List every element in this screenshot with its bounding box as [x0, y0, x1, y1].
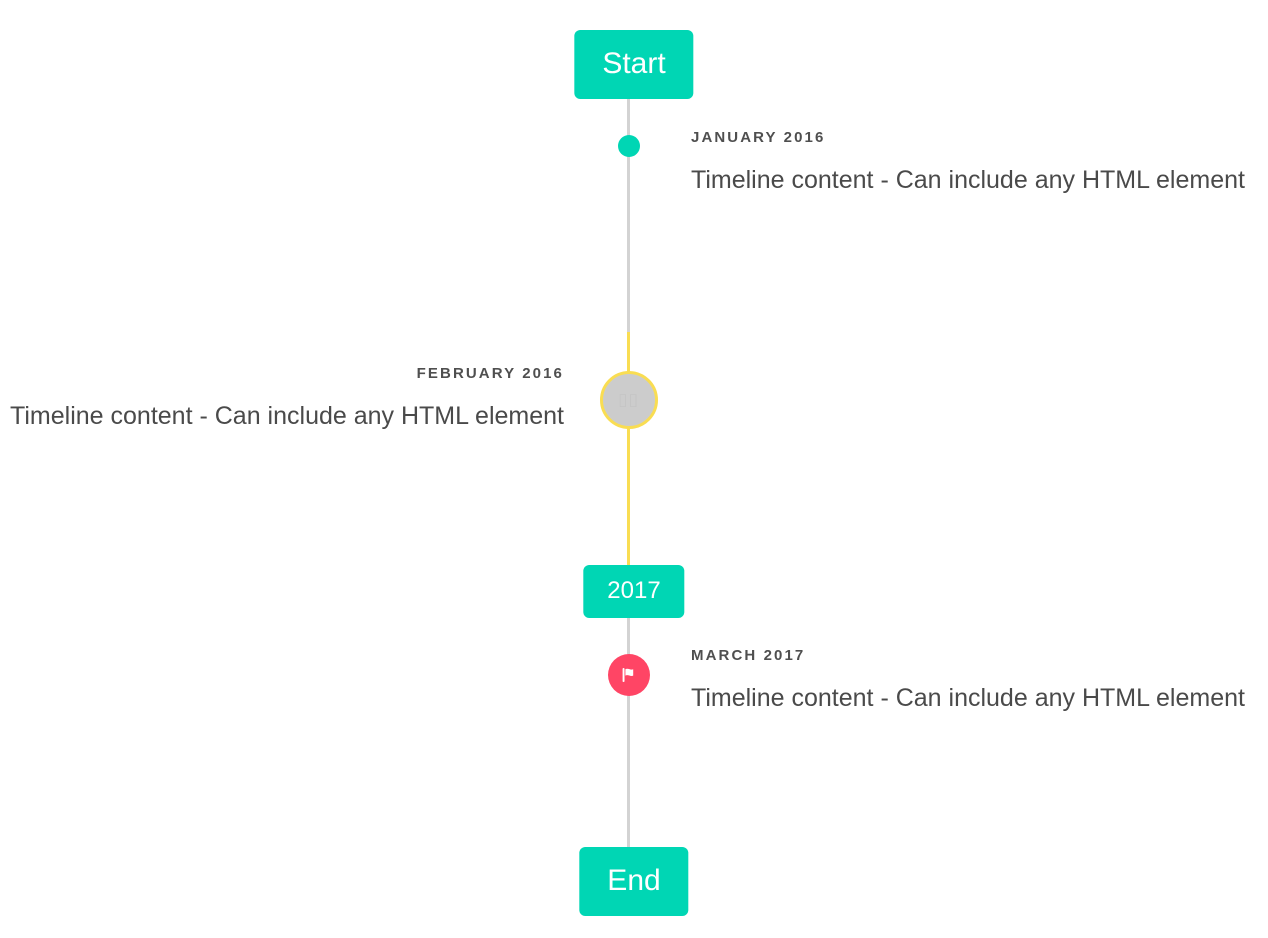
timeline-event-january-2016: JANUARY 2016 Timeline content - Can incl… [0, 130, 1268, 198]
timeline-marker-dot-january-2016[interactable] [617, 135, 640, 157]
timeline-event-february-2016: FEBRUARY 2016 Timeline content - Can inc… [0, 366, 1268, 434]
timeline-rail-upper [627, 94, 630, 334]
timeline-marker-ring-february-2016[interactable]: ▯▯ [599, 371, 658, 429]
timeline-event-march-2017: MARCH 2017 Timeline content - Can includ… [0, 648, 1268, 716]
timeline-event-body: Timeline content - Can include any HTML … [691, 166, 1245, 194]
timeline-event-body: Timeline content - Can include any HTML … [691, 684, 1245, 712]
timeline-marker-flag-march-2017[interactable] [607, 654, 650, 696]
timeline-event-date: FEBRUARY 2016 [416, 365, 564, 382]
timeline-rail-highlight [627, 332, 630, 566]
timeline-end-badge[interactable]: End [579, 847, 689, 916]
timeline-event-content-february-2016: FEBRUARY 2016 Timeline content - Can inc… [0, 366, 627, 434]
timeline-event-body: Timeline content - Can include any HTML … [10, 402, 564, 430]
timeline-year-badge-2017[interactable]: 2017 [583, 565, 685, 618]
timeline-start-badge[interactable]: Start [574, 30, 694, 99]
timeline-rail-lower [627, 613, 630, 852]
timeline-event-content-march-2017: MARCH 2017 Timeline content - Can includ… [627, 648, 1254, 716]
timeline-event-content-january-2016: JANUARY 2016 Timeline content - Can incl… [627, 130, 1254, 198]
timeline-event-date: JANUARY 2016 [691, 129, 826, 146]
missing-glyph-icon: ▯▯ [618, 389, 639, 410]
flag-icon [619, 665, 639, 685]
timeline-event-date: MARCH 2017 [691, 647, 806, 664]
